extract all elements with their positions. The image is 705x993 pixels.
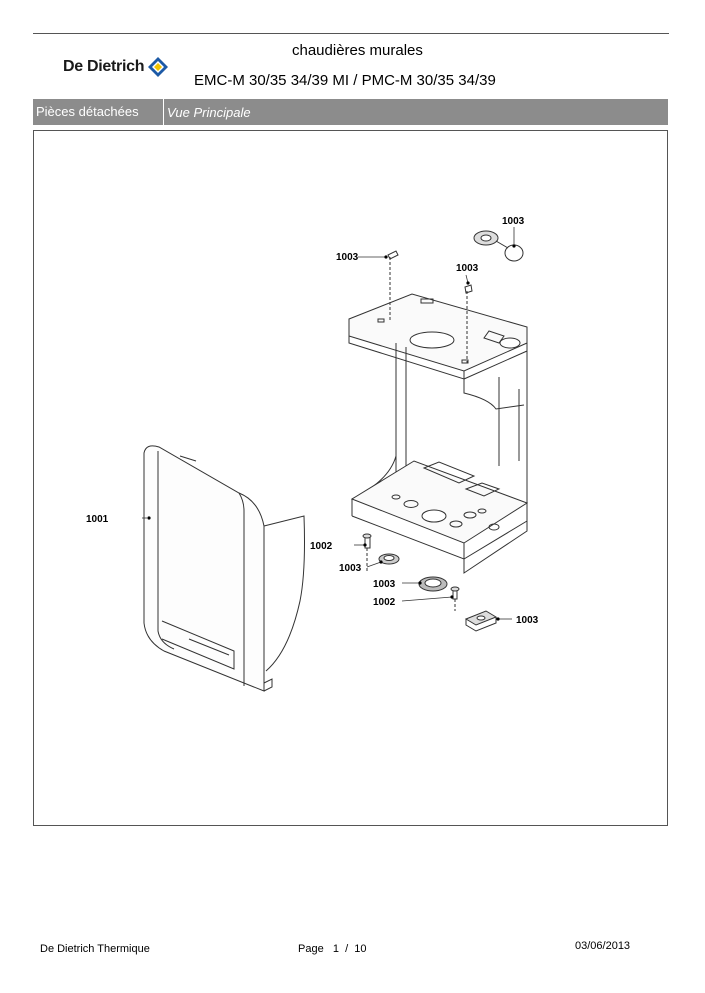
section-bar: Pièces détachées Vue Principale [33,99,668,125]
section-view-name: Vue Principale [167,104,251,120]
callout-1003-pin: 1003 [336,252,359,263]
brand-logo: De Dietrich [63,55,169,79]
callout-1003-grommet: 1003 [339,563,362,574]
callout-1003-clip: 1003 [456,263,479,274]
callout-1003-knob: 1003 [502,216,525,227]
document-title: chaudières murales [292,42,423,59]
front-casing-panel [143,445,305,692]
callout-1002-right: 1002 [373,597,396,608]
document-subtitle: EMC-M 30/35 34/39 MI / PMC-M 30/35 34/39 [194,72,496,89]
top-clip-part [464,284,473,294]
header-rule [33,33,669,34]
footer-date: 03/06/2013 [575,940,631,952]
callout-1001: 1001 [86,514,109,525]
top-knob-part [473,230,524,262]
callout-1003-ring: 1003 [373,579,396,590]
grommet-ring-part [418,576,448,592]
brand-diamond-icon [148,57,169,77]
footer-company: De Dietrich Thermique [40,943,150,955]
callout-1002-left: 1002 [310,541,333,552]
callout-1003-bracket: 1003 [516,615,539,626]
boiler-chassis [348,293,529,574]
exploded-view-frame: 1001 1003 1003 1003 1002 1003 1003 1002 … [33,130,668,826]
bracket-right-part [464,610,498,632]
brand-name: De Dietrich [63,58,145,75]
exploded-view-drawing: 1001 1003 1003 1003 1002 1003 1003 1002 … [86,216,539,692]
footer-page-number: Page 1 / 10 [298,943,367,955]
section-category: Pièces détachées [33,99,164,125]
grommet-small-part [378,553,400,565]
